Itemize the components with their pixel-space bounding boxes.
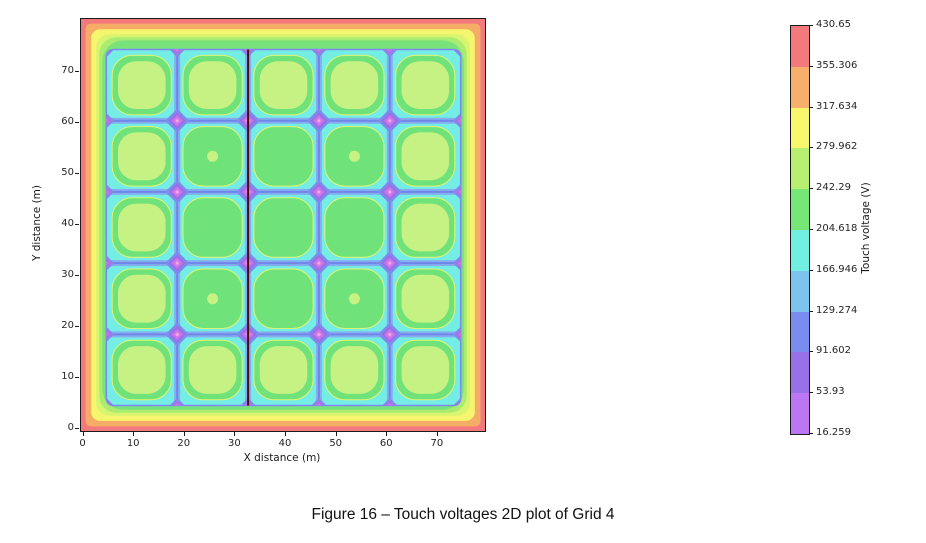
y-tick-label: 30 [61,268,74,280]
colorbar-tick-mark [809,269,813,271]
x-tick-label: 50 [329,438,343,449]
colorbar-tick-mark [809,188,813,190]
x-tick-label: 40 [278,438,292,449]
colorbar-band [791,107,809,149]
colorbar-tick-mark [809,65,813,67]
x-tick-mark [436,432,438,436]
grid-cell [253,197,314,258]
x-tick-mark [183,432,185,436]
colorbar-band [791,393,809,434]
y-tick-mark [75,274,79,276]
y-tick-label: 20 [61,319,74,331]
colorbar-tick-mark [809,25,813,26]
colorbar-tick-mark [809,106,813,108]
colorbar [790,25,810,435]
colorbar-tick-label: 53.93 [816,386,845,398]
colorbar-band [791,229,809,271]
x-tick-label: 30 [228,438,241,449]
y-tick-label: 50 [61,167,74,179]
contour-plot-axes [80,18,486,432]
x-axis-label: X distance (m) [243,452,321,464]
y-tick-mark [75,71,79,73]
y-tick-label: 40 [61,218,74,229]
contour-plot [81,19,485,431]
colorbar-band [791,26,809,67]
colorbar-tick-mark [809,392,813,394]
colorbar-tick-label: 430.65 [816,19,851,30]
y-tick-mark [75,325,79,327]
colorbar-tick-mark [809,351,813,353]
x-tick-mark [234,432,236,436]
x-tick-label: 60 [379,438,393,449]
colorbar-tick-mark [809,229,813,230]
colorbar-tick-label: 355.306 [816,59,858,71]
colorbar-band [791,311,809,353]
y-tick-mark [75,427,79,429]
y-tick-label: 0 [67,421,74,433]
grid-cell [324,197,385,258]
y-axis-label: Y distance (m) [31,185,43,262]
colorbar-tick-mark [809,147,813,149]
x-tick-mark [285,432,286,436]
grid-cell [253,268,314,329]
colorbar-tick-label: 279.962 [816,141,858,153]
colorbar-band [791,270,809,312]
y-tick-mark [75,173,79,175]
colorbar-band [791,66,809,108]
colorbar-tick-label: 129.274 [816,304,858,316]
x-tick-mark [133,432,135,436]
grid-cell [182,197,243,258]
colorbar-tick-mark [809,310,813,312]
y-tick-label: 60 [61,116,74,128]
x-tick-label: 0 [79,438,86,449]
colorbar-tick-label: 91.602 [816,345,851,357]
y-tick-mark [75,122,79,124]
y-tick-mark [75,376,79,378]
colorbar-tick-label: 317.634 [816,100,858,112]
x-tick-label: 20 [177,438,191,449]
colorbar-tick-mark [809,433,813,434]
colorbar-tick-label: 166.946 [816,263,858,275]
x-tick-mark [82,432,84,436]
colorbar-band [791,189,809,230]
colorbar-tick-label: 16.259 [816,427,851,438]
colorbar-tick-label: 204.618 [816,223,858,234]
figure-caption: Figure 16 – Touch voltages 2D plot of Gr… [311,506,615,523]
colorbar-band [791,352,809,394]
x-tick-label: 70 [430,438,444,449]
y-tick-label: 10 [61,370,74,382]
grid-cell [253,126,314,187]
x-tick-mark [335,432,337,436]
x-tick-label: 10 [126,438,140,449]
x-tick-mark [386,432,388,436]
y-tick-label: 70 [61,65,74,77]
colorbar-tick-label: 242.29 [816,182,851,194]
colorbar-band [791,148,809,190]
y-tick-mark [75,224,79,225]
